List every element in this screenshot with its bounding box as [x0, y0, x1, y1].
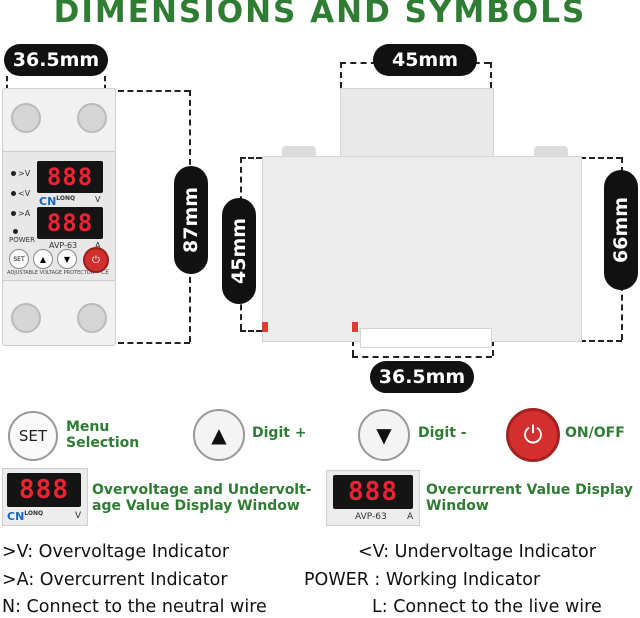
current-display-label: Overcurrent Value Display Window — [426, 482, 633, 514]
current-display-screen: 888 — [333, 475, 413, 509]
legend-neutral: N: Connect to the neutral wire — [2, 597, 267, 617]
side-right-line-bottom — [580, 340, 622, 342]
down-label: Digit - — [418, 425, 467, 441]
page-title: DIMENSIONS AND SYMBOLS — [53, 0, 587, 30]
current-display: 888 — [37, 207, 103, 239]
front-width-line-right — [104, 76, 106, 90]
small-unit-v: V — [75, 511, 82, 521]
voltage-display: 888 — [37, 161, 103, 193]
legend-power: POWER : Working Indicator — [304, 570, 541, 590]
power-label: ON/OFF — [565, 425, 625, 441]
indicator-under-v: <V — [11, 189, 30, 198]
side-right-line-top — [580, 157, 622, 159]
device-footer: ADJUSTABLE VOLTAGE PROTECTOR — [7, 270, 95, 276]
down-icon: ▼ — [358, 409, 410, 461]
side-bottom-line-left — [352, 340, 354, 356]
set-label: Menu Selection — [66, 419, 140, 451]
side-left-line-top — [240, 157, 262, 159]
terminal-n-bottom — [11, 303, 41, 333]
indicator-over-v: >V — [11, 169, 30, 178]
terminal-n-top — [11, 103, 41, 133]
side-left-line-bottom — [240, 330, 262, 332]
legend-over-a: >A: Overcurrent Indicator — [2, 570, 228, 590]
unit-a: A — [95, 241, 101, 250]
small-brand-logo: CNLONQ — [7, 510, 44, 523]
up-label: Digit + — [252, 425, 307, 441]
side-right-pill: 66mm — [604, 170, 638, 290]
front-width-line-left — [6, 76, 8, 90]
up-icon: ▲ — [193, 409, 245, 461]
front-height-line-bottom — [118, 342, 190, 344]
unit-v: V — [95, 195, 101, 204]
power-icon: ⏻ — [506, 408, 560, 462]
set-icon: SET — [8, 411, 58, 461]
voltage-display-label: Overvoltage and Undervolt- age Value Dis… — [92, 482, 312, 514]
side-width-line-left — [340, 62, 342, 88]
current-display-icon: 888 AVP-63 A — [326, 470, 420, 526]
side-width-line-right — [490, 62, 492, 88]
indicator-power: POWER — [9, 229, 35, 244]
side-knob-right — [534, 146, 568, 158]
side-width-pill: 45mm — [373, 44, 477, 76]
side-rail-notch — [360, 328, 492, 348]
side-rail-clip-mid — [352, 322, 358, 332]
side-rail-clip-left — [262, 322, 268, 332]
ce-mark: CE — [101, 269, 109, 276]
terminal-l-bottom — [77, 303, 107, 333]
side-body — [262, 156, 582, 342]
side-left-pill: 45mm — [222, 198, 256, 304]
front-width-pill: 36.5mm — [4, 44, 108, 76]
up-button[interactable]: ▲ — [33, 249, 53, 269]
indicator-over-a: >A — [11, 209, 30, 218]
legend-live: L: Connect to the live wire — [372, 597, 602, 617]
side-bottom-pill: 36.5mm — [370, 361, 474, 393]
legend-under-v: <V: Undervoltage Indicator — [358, 542, 596, 562]
model-label: AVP-63 — [49, 241, 78, 250]
terminal-l-top — [77, 103, 107, 133]
front-height-pill: 87mm — [174, 166, 208, 274]
front-device: >V <V >A POWER 888 CNLONQ V 888 AVP-63 A… — [2, 88, 116, 346]
down-button[interactable]: ▼ — [57, 249, 77, 269]
small-model-label: AVP-63 — [355, 512, 387, 522]
small-unit-a: A — [407, 512, 414, 522]
side-bottom-line-right — [492, 340, 494, 356]
side-device — [262, 88, 582, 348]
power-button[interactable]: ⏻ — [83, 247, 109, 273]
side-knob-left — [282, 146, 316, 158]
voltage-display-icon: 888 CNLONQ V — [2, 468, 88, 526]
side-top-block — [340, 88, 494, 160]
voltage-display-screen: 888 — [7, 473, 81, 507]
front-height-line-top — [118, 90, 190, 92]
set-button[interactable]: SET — [9, 249, 29, 269]
side-bottom-line — [352, 356, 492, 358]
legend-over-v: >V: Overvoltage Indicator — [2, 542, 230, 562]
brand-logo: CNLONQ — [39, 195, 76, 208]
